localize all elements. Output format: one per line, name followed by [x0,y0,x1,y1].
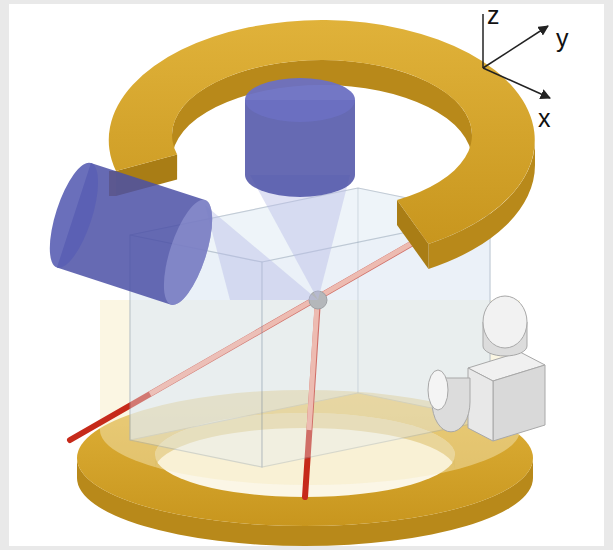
axis-label: x [538,106,551,131]
axis-label: y [556,26,569,51]
camera [428,296,545,441]
ground [9,4,604,546]
axis-label: z [487,3,500,28]
side-objective [40,157,318,310]
